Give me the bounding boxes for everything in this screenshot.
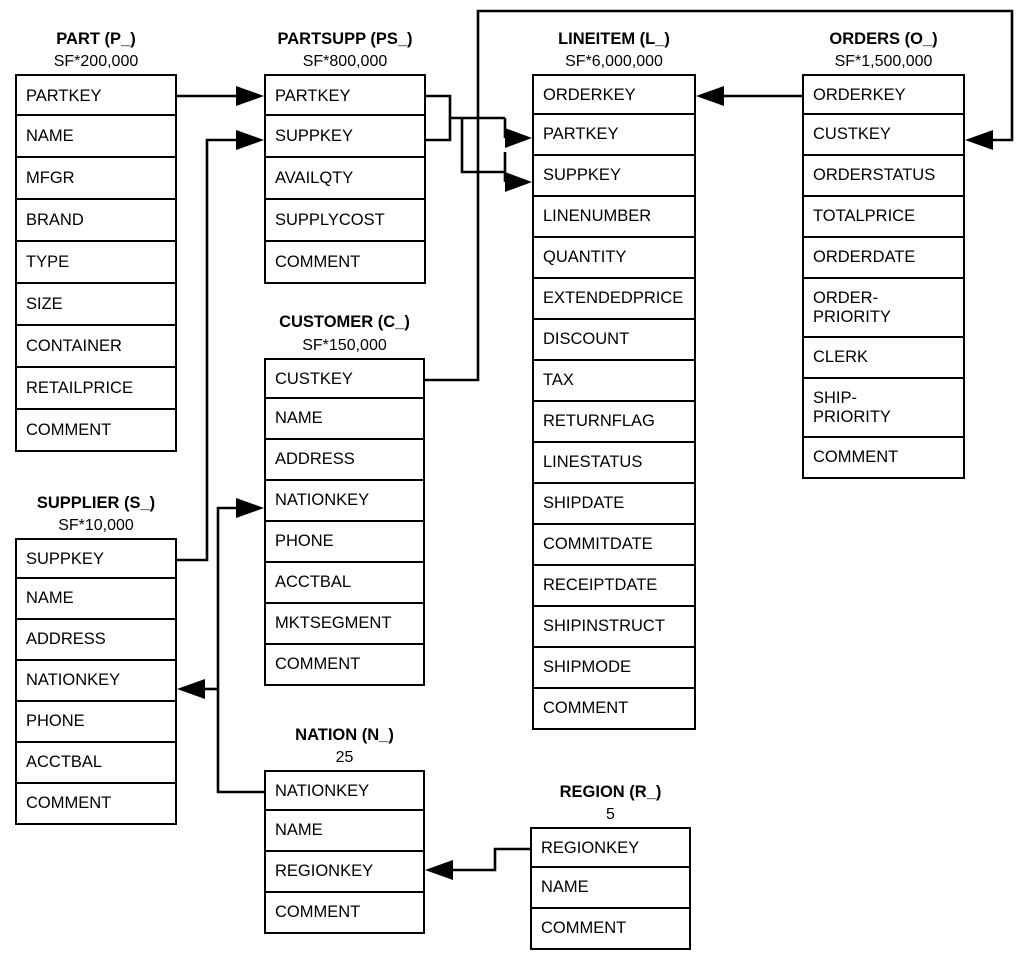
attribute-lineitem-shipinstruct: SHIPINSTRUCT (532, 605, 696, 648)
attribute-partsupp-comment: COMMENT (264, 240, 426, 284)
entity-cardinality-partsupp: SF*800,000 (302, 53, 388, 70)
entity-title-lineitem: LINEITEM (L_) (558, 30, 670, 48)
attribute-region-name: NAME (530, 866, 691, 909)
attribute-nation-name: NAME (264, 809, 425, 852)
attribute-lineitem-commitdate: COMMITDATE (532, 523, 696, 566)
link-part-to-partsupp (177, 86, 264, 106)
attribute-lineitem-tax: TAX (532, 359, 696, 402)
attribute-partsupp-supplycost: SUPPLYCOST (264, 198, 426, 242)
attribute-lineitem-receiptdate: RECEIPTDATE (532, 564, 696, 607)
entity-title-customer: CUSTOMER (C_) (279, 313, 410, 331)
attribute-customer-custkey: CUSTKEY (264, 358, 425, 401)
link-nation-to-customer-supplier (177, 498, 264, 794)
attribute-orders-clerk: CLERK (802, 336, 965, 379)
attribute-region-regionkey: REGIONKEY (530, 827, 691, 870)
entity-cardinality-region: 5 (606, 806, 615, 823)
attribute-orders-orderkey: ORDERKEY (802, 74, 965, 117)
attribute-part-mfgr: MFGR (15, 156, 177, 200)
attribute-customer-comment: COMMENT (264, 643, 425, 686)
attribute-customer-nationkey: NATIONKEY (264, 479, 425, 522)
entity-title-partsupp: PARTSUPP (PS_) (277, 30, 413, 48)
attribute-supplier-address: ADDRESS (15, 618, 177, 661)
attribute-part-size: SIZE (15, 282, 177, 326)
attribute-part-retailprice: RETAILPRICE (15, 366, 177, 410)
attribute-supplier-nationkey: NATIONKEY (15, 659, 177, 702)
link-customer-to-orders (425, 9, 1014, 382)
attribute-lineitem-partkey: PARTKEY (532, 113, 696, 156)
attribute-nation-nationkey: NATIONKEY (264, 770, 425, 813)
entity-cardinality-supplier: SF*10,000 (58, 517, 134, 534)
attribute-lineitem-shipmode: SHIPMODE (532, 646, 696, 689)
attribute-customer-acctbal: ACCTBAL (264, 561, 425, 604)
entity-cardinality-part: SF*200,000 (53, 53, 139, 70)
attribute-orders-custkey: CUSTKEY (802, 113, 965, 156)
link-supplier-to-partsupp (177, 130, 264, 562)
entity-cardinality-nation: 25 (335, 749, 354, 766)
attribute-supplier-comment: COMMENT (15, 782, 177, 825)
attribute-nation-comment: COMMENT (264, 891, 425, 934)
attribute-lineitem-suppkey: SUPPKEY (532, 154, 696, 197)
attribute-part-container: CONTAINER (15, 324, 177, 368)
attribute-customer-name: NAME (264, 397, 425, 440)
attribute-lineitem-shipdate: SHIPDATE (532, 482, 696, 525)
attribute-nation-regionkey: REGIONKEY (264, 850, 425, 893)
attribute-lineitem-comment: COMMENT (532, 687, 696, 730)
attribute-customer-phone: PHONE (264, 520, 425, 563)
attribute-lineitem-linenumber: LINENUMBER (532, 195, 696, 238)
entity-cardinality-orders: SF*1,500,000 (834, 53, 933, 70)
link-region-to-nation (425, 847, 530, 880)
attribute-orders-comment: COMMENT (802, 436, 965, 479)
attribute-partsupp-availqty: AVAILQTY (264, 156, 426, 200)
attribute-lineitem-extendedprice: EXTENDEDPRICE (532, 277, 696, 320)
attribute-orders-orderdate: ORDERDATE (802, 236, 965, 279)
attribute-supplier-acctbal: ACCTBAL (15, 741, 177, 784)
attribute-customer-address: ADDRESS (264, 438, 425, 481)
entity-title-orders: ORDERS (O_) (829, 30, 938, 48)
entity-title-part: PART (P_) (56, 30, 136, 48)
entity-title-nation: NATION (N_) (295, 726, 394, 744)
attribute-part-type: TYPE (15, 240, 177, 284)
link-orders-to-lineitem (696, 86, 802, 106)
attribute-part-name: NAME (15, 114, 177, 158)
attribute-orders-totalprice: TOTALPRICE (802, 195, 965, 238)
attribute-orders-orderstatus: ORDERSTATUS (802, 154, 965, 197)
attribute-region-comment: COMMENT (530, 907, 691, 950)
attribute-part-comment: COMMENT (15, 408, 177, 452)
attribute-part-brand: BRAND (15, 198, 177, 242)
attribute-lineitem-orderkey: ORDERKEY (532, 74, 696, 117)
entity-cardinality-customer: SF*150,000 (302, 337, 387, 354)
attribute-lineitem-linestatus: LINESTATUS (532, 441, 696, 484)
attribute-orders-orderpriority: ORDER- PRIORITY (802, 277, 965, 338)
attribute-customer-mktsegment: MKTSEGMENT (264, 602, 425, 645)
attribute-part-partkey: PARTKEY (15, 74, 177, 118)
attribute-supplier-suppkey: SUPPKEY (15, 538, 177, 581)
entity-title-region: REGION (R_) (559, 783, 662, 801)
attribute-orders-shippriority: SHIP- PRIORITY (802, 377, 965, 438)
entity-title-supplier: SUPPLIER (S_) (36, 494, 156, 512)
attribute-supplier-phone: PHONE (15, 700, 177, 743)
attribute-partsupp-suppkey: SUPPKEY (264, 114, 426, 158)
link-partsupp-to-lineitem (426, 94, 532, 192)
entity-cardinality-lineitem: SF*6,000,000 (565, 53, 663, 70)
attribute-lineitem-returnflag: RETURNFLAG (532, 400, 696, 443)
attribute-partsupp-partkey: PARTKEY (264, 74, 426, 118)
attribute-supplier-name: NAME (15, 577, 177, 620)
attribute-lineitem-quantity: QUANTITY (532, 236, 696, 279)
attribute-lineitem-discount: DISCOUNT (532, 318, 696, 361)
